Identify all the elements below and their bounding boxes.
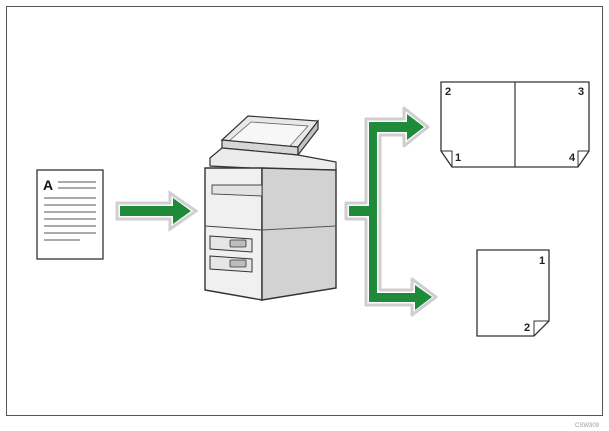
booklet-page-3: 3 [578,86,584,98]
single-page-2: 2 [524,322,530,334]
document-heading-letter: A [43,177,53,193]
copier-icon [204,115,337,301]
figure-id: CSW309 [575,423,600,429]
split-arrow-icon [344,106,438,317]
original-document-icon: A [36,169,104,260]
booklet-page-2: 2 [445,86,451,98]
booklet-page-1: 1 [455,152,461,164]
booklet-page-4: 4 [569,152,576,164]
single-page-1: 1 [539,255,545,267]
input-arrow-icon [115,190,199,232]
booklet-output-icon: 2 3 1 4 [440,81,590,168]
single-page-output-icon: 1 2 [476,249,550,337]
